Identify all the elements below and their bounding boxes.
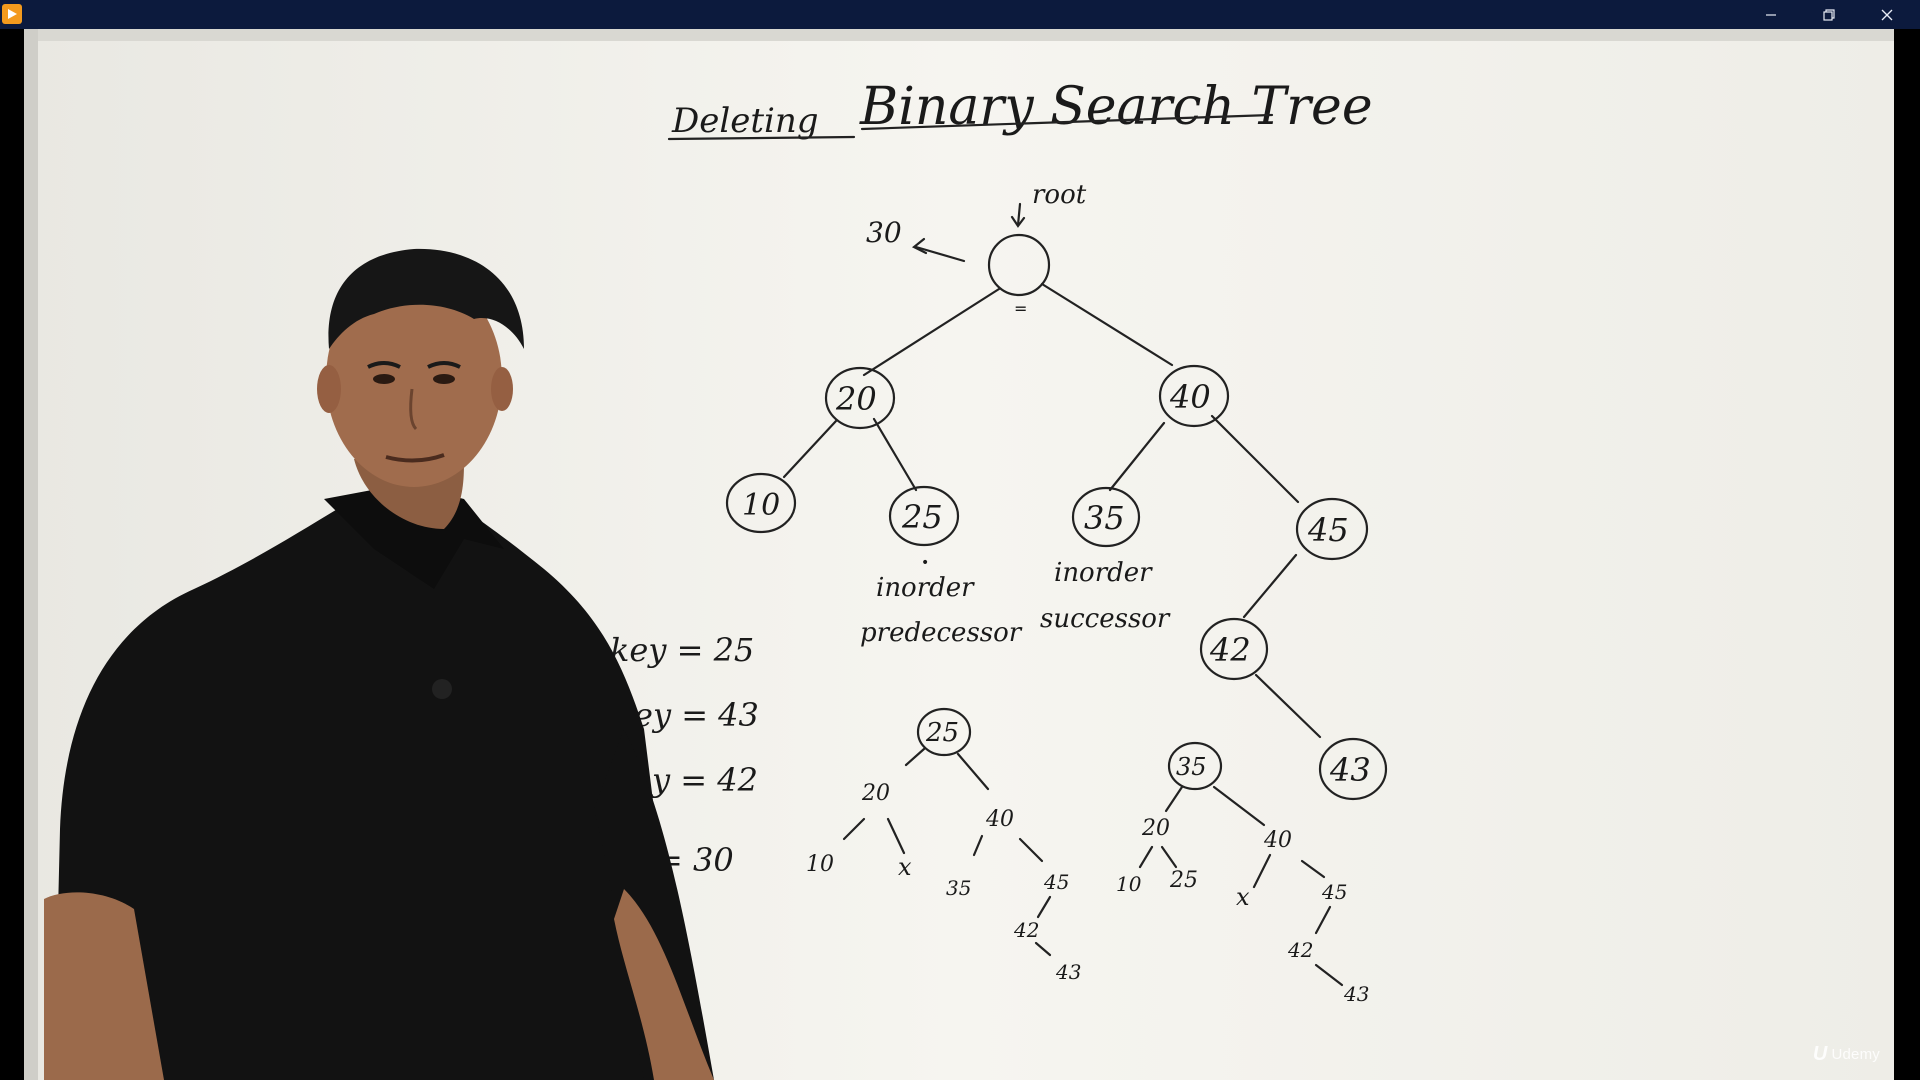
watermark-text: Udemy <box>1831 1046 1880 1063</box>
restore-button[interactable] <box>1800 0 1858 29</box>
pred-node-removed: x <box>898 853 912 881</box>
pred-node-42: 42 <box>1013 918 1039 942</box>
tree-node-43: 43 <box>1329 751 1371 789</box>
presenter-figure <box>44 248 714 1080</box>
label-inorder-successor-line2: successor <box>1040 604 1171 634</box>
title-prefix: Deleting <box>671 101 819 141</box>
window-titlebar <box>0 0 1920 29</box>
label-inorder-predecessor-line1: inorder <box>876 573 975 603</box>
svg-text:=: = <box>1014 299 1027 318</box>
succ-node-removed: x <box>1236 883 1250 911</box>
tree-node-10: 10 <box>742 488 780 523</box>
minimize-icon <box>1766 13 1776 16</box>
pred-node-35: 35 <box>946 876 971 900</box>
tree-node-25: 25 <box>901 498 943 536</box>
tree-node-20: 20 <box>835 380 877 418</box>
svg-text:•: • <box>921 555 929 571</box>
minimize-button[interactable] <box>1742 0 1800 29</box>
pred-tree-root: 25 <box>925 718 959 748</box>
succ-node-10: 10 <box>1116 872 1142 896</box>
label-inorder-predecessor-line2: predecessor <box>860 618 1023 648</box>
tree-node-45: 45 <box>1307 511 1349 549</box>
succ-node-40: 40 <box>1263 828 1292 853</box>
pred-node-43: 43 <box>1055 960 1081 984</box>
key-3: y = 42 <box>650 761 758 799</box>
root-old-value: 30 <box>866 216 902 249</box>
pred-node-20: 20 <box>861 781 890 806</box>
succ-node-42: 42 <box>1287 938 1313 962</box>
tree-node-42: 42 <box>1209 631 1251 669</box>
succ-node-45: 45 <box>1321 880 1347 904</box>
label-inorder-successor-line1: inorder <box>1054 558 1153 588</box>
key-1: key = 25 <box>610 631 754 669</box>
restore-icon <box>1823 8 1835 21</box>
tree-node-root <box>987 233 1051 297</box>
udemy-watermark: U Udemy <box>1813 1043 1880 1066</box>
pred-node-10: 10 <box>806 852 834 877</box>
whiteboard: Deleting Binary Search Tree root 30 = 20… <box>24 29 1894 1080</box>
tree-node-35: 35 <box>1084 499 1125 537</box>
tree-node-40: 40 <box>1169 378 1211 416</box>
close-button[interactable] <box>1858 0 1916 29</box>
video-frame[interactable]: Deleting Binary Search Tree root 30 = 20… <box>24 29 1894 1080</box>
title-main: Binary Search Tree <box>859 77 1373 137</box>
succ-node-25: 25 <box>1169 868 1198 893</box>
succ-node-20: 20 <box>1141 816 1170 841</box>
close-icon <box>1881 9 1893 20</box>
succ-node-43: 43 <box>1343 982 1369 1006</box>
pred-node-40: 40 <box>985 807 1014 832</box>
key-2: ey = 43 <box>634 696 759 734</box>
succ-tree-root: 35 <box>1176 753 1207 781</box>
root-label: root <box>1032 180 1087 210</box>
udemy-logo-icon: U <box>1812 1043 1828 1065</box>
pred-node-45: 45 <box>1043 870 1069 894</box>
media-player-app-icon[interactable] <box>2 4 22 24</box>
